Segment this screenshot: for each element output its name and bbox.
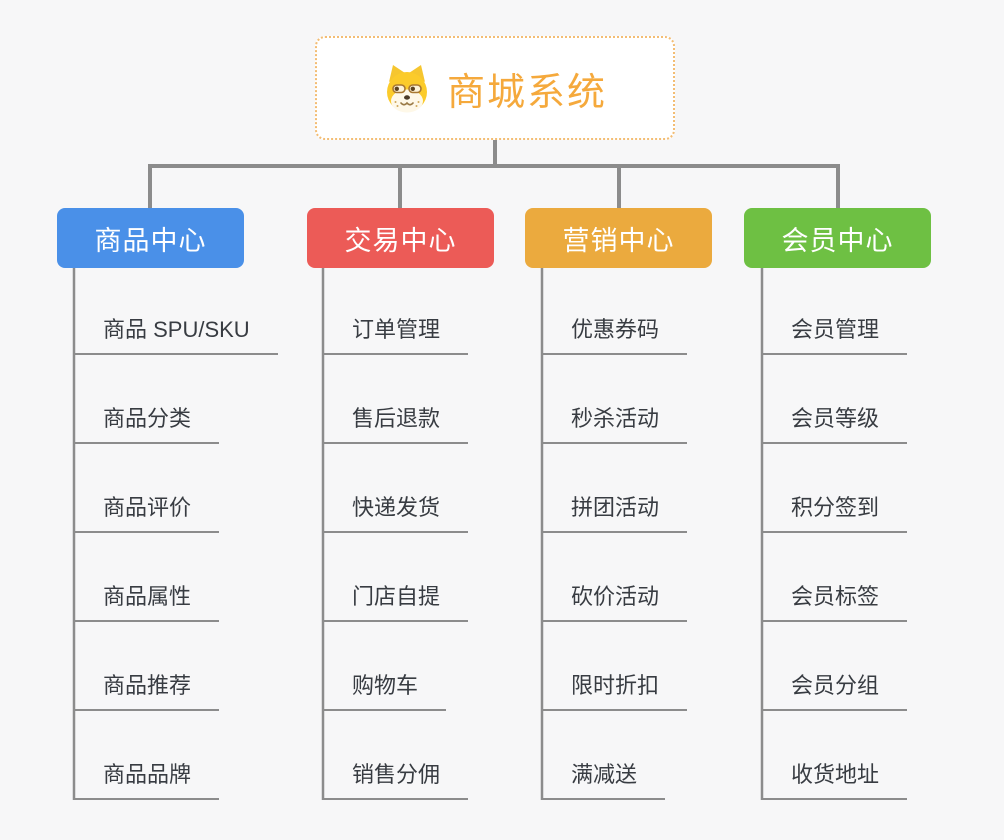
leaf-node[interactable]: 会员标签 <box>762 582 908 622</box>
branch-label: 会员中心 <box>781 225 894 256</box>
leaf-node[interactable]: 售后退款 <box>323 404 469 444</box>
leaf-node[interactable]: 积分签到 <box>762 493 908 533</box>
leaf-node[interactable]: 会员分组 <box>762 671 908 711</box>
branch-label: 交易中心 <box>344 225 457 256</box>
branch-member-center[interactable]: 会员中心 <box>744 208 931 268</box>
leaf-node[interactable]: 销售分佣 <box>323 760 469 800</box>
leaf-node[interactable]: 快递发货 <box>323 493 469 533</box>
leaf-node[interactable]: 优惠券码 <box>542 315 688 355</box>
leaf-node[interactable]: 砍价活动 <box>542 582 688 622</box>
branch-label: 营销中心 <box>562 225 675 256</box>
leaf-node[interactable]: 商品评价 <box>74 493 220 533</box>
leaf-node[interactable]: 商品属性 <box>74 582 220 622</box>
shiba-dog-icon <box>386 65 427 113</box>
leaf-node[interactable]: 会员管理 <box>762 315 908 355</box>
leaf-node[interactable]: 会员等级 <box>762 404 908 444</box>
branch-product-center[interactable]: 商品中心 <box>57 208 244 268</box>
leaf-node[interactable]: 秒杀活动 <box>542 404 688 444</box>
leaf-node[interactable]: 拼团活动 <box>542 493 688 533</box>
root-topic[interactable]: 商城系统 <box>315 36 675 140</box>
leaf-node[interactable]: 商品 SPU/SKU <box>74 315 278 355</box>
leaf-node[interactable]: 限时折扣 <box>542 671 688 711</box>
branch-marketing-center[interactable]: 营销中心 <box>525 208 712 268</box>
leaf-node[interactable]: 门店自提 <box>323 582 469 622</box>
root-topic-label: 商城系统 <box>446 71 607 114</box>
leaf-node[interactable]: 购物车 <box>323 671 447 711</box>
leaf-node[interactable]: 商品推荐 <box>74 671 220 711</box>
leaf-node[interactable]: 收货地址 <box>762 760 908 800</box>
leaf-node[interactable]: 满减送 <box>542 760 666 800</box>
leaf-node[interactable]: 订单管理 <box>323 315 469 355</box>
branch-trade-center[interactable]: 交易中心 <box>307 208 494 268</box>
leaf-node[interactable]: 商品品牌 <box>74 760 220 800</box>
branch-label: 商品中心 <box>94 225 207 256</box>
leaf-node[interactable]: 商品分类 <box>74 404 220 444</box>
